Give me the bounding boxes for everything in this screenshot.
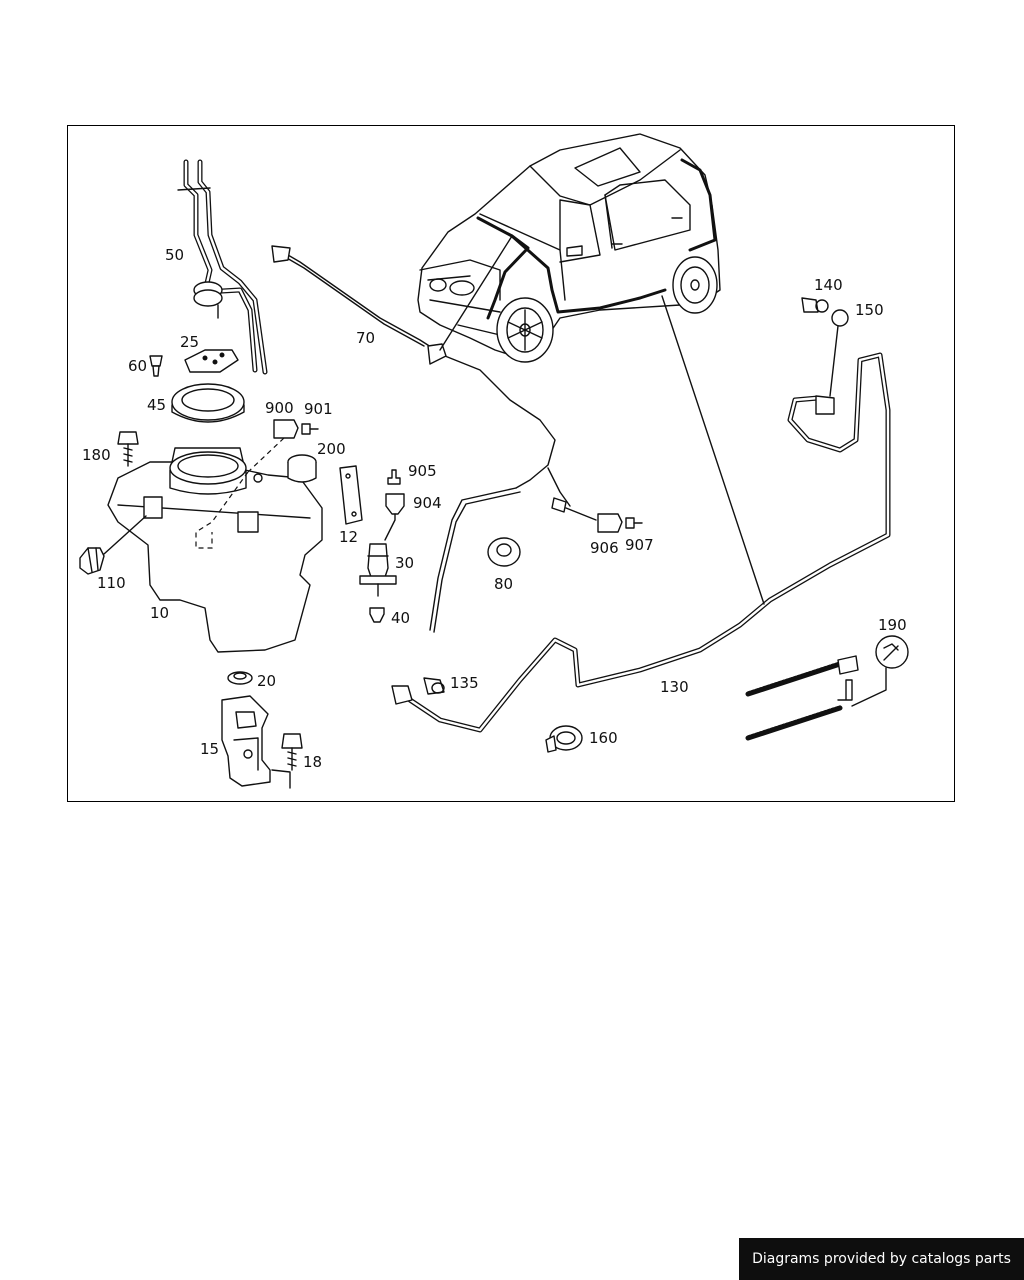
label-904: 904 xyxy=(413,494,442,512)
part-140-connector xyxy=(801,297,829,313)
part-904-plug xyxy=(384,493,405,541)
part-60-plug xyxy=(149,355,163,377)
label-905: 905 xyxy=(408,462,437,480)
label-140: 140 xyxy=(814,276,843,294)
label-50: 50 xyxy=(165,246,184,264)
part-20-grommet xyxy=(227,671,253,685)
part-130-hose xyxy=(391,295,891,733)
label-150: 150 xyxy=(855,301,884,319)
label-60: 60 xyxy=(128,357,147,375)
part-labels: 50 25 60 45 180 900 901 200 905 904 12 3… xyxy=(82,246,907,771)
label-25: 25 xyxy=(180,333,199,351)
part-110-cap xyxy=(79,515,147,575)
label-12: 12 xyxy=(339,528,358,546)
label-130: 130 xyxy=(660,678,689,696)
part-40-grommet xyxy=(369,607,385,623)
part-12-seal-plate xyxy=(339,465,363,525)
part-80-grommet xyxy=(487,537,521,567)
label-80: 80 xyxy=(494,575,513,593)
footer-credit: Diagrams provided by catalogs parts xyxy=(739,1238,1024,1280)
part-30-pump xyxy=(359,543,397,597)
label-906: 906 xyxy=(590,539,619,557)
car-illustration xyxy=(417,133,721,363)
label-15: 15 xyxy=(200,740,219,758)
label-45: 45 xyxy=(147,396,166,414)
label-160: 160 xyxy=(589,729,618,747)
part-180-bolt xyxy=(117,431,139,467)
part-135-connector xyxy=(423,677,445,695)
label-40: 40 xyxy=(391,609,410,627)
part-18-screw xyxy=(281,733,303,771)
part-160-clamp xyxy=(545,725,583,753)
label-30: 30 xyxy=(395,554,414,572)
part-25-cover xyxy=(184,349,239,373)
label-907: 907 xyxy=(625,536,654,554)
label-10: 10 xyxy=(150,604,169,622)
part-905-contact xyxy=(387,469,401,485)
part-200-grommet xyxy=(287,454,317,483)
part-70-hose xyxy=(271,235,597,633)
label-180: 180 xyxy=(82,446,111,464)
label-135: 135 xyxy=(450,674,479,692)
part-50-filler-neck xyxy=(177,159,268,375)
label-900: 900 xyxy=(265,399,294,417)
part-906-connector xyxy=(597,513,643,533)
part-45-seal-ring xyxy=(171,383,245,423)
label-18: 18 xyxy=(303,753,322,771)
label-200: 200 xyxy=(317,440,346,458)
label-110: 110 xyxy=(97,574,126,592)
part-15-bracket xyxy=(221,695,291,789)
label-20: 20 xyxy=(257,672,276,690)
label-190: 190 xyxy=(878,616,907,634)
label-70: 70 xyxy=(356,329,375,347)
part-10-reservoir xyxy=(107,447,323,653)
part-190-heated-hose xyxy=(745,635,909,741)
part-900-connector xyxy=(247,419,319,473)
part-150-clip xyxy=(829,309,849,397)
label-901: 901 xyxy=(304,400,333,418)
